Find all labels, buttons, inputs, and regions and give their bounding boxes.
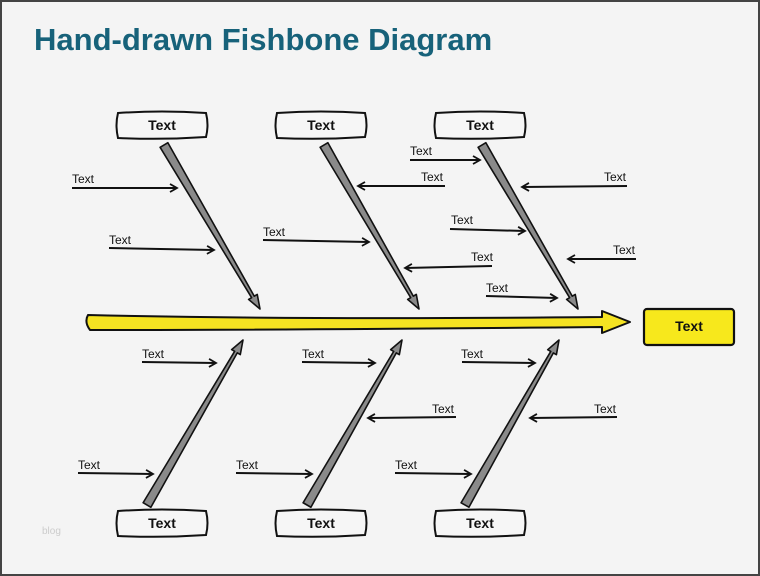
cause-label: Text bbox=[451, 213, 474, 227]
cause-label: Text bbox=[410, 144, 433, 158]
cause-label: Text bbox=[236, 458, 259, 472]
cause-label: Text bbox=[461, 347, 484, 361]
bottom-category-box-3: Text bbox=[433, 508, 527, 538]
top-1-cause-2: Text bbox=[108, 233, 216, 255]
cause-label: Text bbox=[471, 250, 494, 264]
page-title: Hand-drawn Fishbone Diagram bbox=[34, 22, 493, 57]
bottom-3-cause-2: Text bbox=[528, 402, 618, 423]
cause-arrow bbox=[449, 226, 527, 236]
cause-label: Text bbox=[78, 458, 101, 472]
bottom-3-cause-1: Text bbox=[461, 347, 537, 368]
cause-arrow bbox=[528, 413, 618, 423]
bottom-bone-2 bbox=[302, 339, 403, 509]
cause-label: Text bbox=[432, 402, 455, 416]
bottom-bone-1 bbox=[142, 339, 244, 509]
bottom-category-box-1: Text bbox=[115, 508, 209, 538]
top-3-cause-1: Text bbox=[410, 144, 482, 165]
cause-label: Text bbox=[263, 225, 286, 239]
top-category-box-3-label: Text bbox=[466, 117, 494, 133]
top-2-cause-1: Text bbox=[356, 170, 445, 191]
top-bone-2 bbox=[319, 141, 420, 310]
cause-label: Text bbox=[72, 172, 95, 186]
head-label: Text bbox=[675, 318, 703, 334]
top-category-box-1: Text bbox=[115, 110, 209, 140]
cause-arrow bbox=[394, 469, 473, 479]
top-bone-1 bbox=[159, 141, 261, 310]
bottom-category-box-3-label: Text bbox=[466, 515, 494, 531]
cause-label: Text bbox=[142, 347, 165, 361]
bottom-category-box-1-label: Text bbox=[148, 515, 176, 531]
bottom-2-cause-1: Text bbox=[301, 347, 377, 368]
cause-label: Text bbox=[109, 233, 132, 247]
cause-arrow bbox=[461, 358, 537, 368]
head-box-rect bbox=[642, 307, 736, 347]
cause-label: Text bbox=[421, 170, 444, 184]
cause-arrow bbox=[301, 358, 377, 368]
bottom-1-cause-1: Text bbox=[141, 347, 218, 368]
top-category-box-2-label: Text bbox=[307, 117, 335, 133]
cause-label: Text bbox=[395, 458, 418, 472]
top-3-cause-3: Text bbox=[449, 213, 527, 236]
bottom-category-box-2-rect bbox=[274, 508, 368, 538]
cause-arrow bbox=[366, 413, 457, 423]
bottom-category-box-2: Text bbox=[274, 508, 368, 538]
bottom-2-cause-3: Text bbox=[235, 458, 314, 479]
cause-arrow bbox=[403, 263, 493, 273]
cause-arrow bbox=[77, 469, 155, 479]
top-1-cause-1: Text bbox=[72, 172, 179, 193]
top-category-box-1-rect bbox=[115, 110, 209, 140]
top-bone-3 bbox=[477, 141, 579, 310]
top-3-cause-4: Text bbox=[566, 243, 636, 264]
cause-arrow bbox=[520, 182, 628, 192]
bottom-category-box-2-label: Text bbox=[307, 515, 335, 531]
top-category-box-3-rect bbox=[433, 110, 527, 140]
bottom-1-cause-2: Text bbox=[77, 458, 155, 479]
cause-arrow bbox=[141, 358, 218, 368]
bottom-2-cause-2: Text bbox=[366, 402, 457, 423]
bottom-3-cause-3: Text bbox=[394, 458, 473, 479]
cause-arrow bbox=[485, 293, 559, 303]
watermark: blog bbox=[42, 526, 61, 537]
cause-arrow bbox=[262, 237, 371, 247]
top-2-cause-3: Text bbox=[403, 250, 494, 273]
top-category-box-3: Text bbox=[433, 110, 527, 140]
cause-label: Text bbox=[302, 347, 325, 361]
top-3-cause-5: Text bbox=[485, 281, 559, 303]
cause-label: Text bbox=[594, 402, 617, 416]
cause-label: Text bbox=[604, 170, 627, 184]
bottom-category-box-1-rect bbox=[115, 508, 209, 538]
spine-arrow bbox=[85, 310, 631, 334]
cause-label: Text bbox=[486, 281, 509, 295]
top-category-box-2: Text bbox=[274, 110, 368, 140]
top-3-cause-2: Text bbox=[520, 170, 628, 192]
bottom-category-box-3-rect bbox=[433, 508, 527, 538]
cause-arrow bbox=[108, 245, 216, 255]
top-2-cause-2: Text bbox=[262, 225, 371, 247]
cause-arrow bbox=[235, 469, 314, 479]
cause-label: Text bbox=[613, 243, 636, 257]
head-box: Text bbox=[642, 307, 736, 347]
bottom-bone-3 bbox=[460, 339, 560, 509]
top-category-box-2-rect bbox=[274, 110, 368, 140]
top-category-box-1-label: Text bbox=[148, 117, 176, 133]
